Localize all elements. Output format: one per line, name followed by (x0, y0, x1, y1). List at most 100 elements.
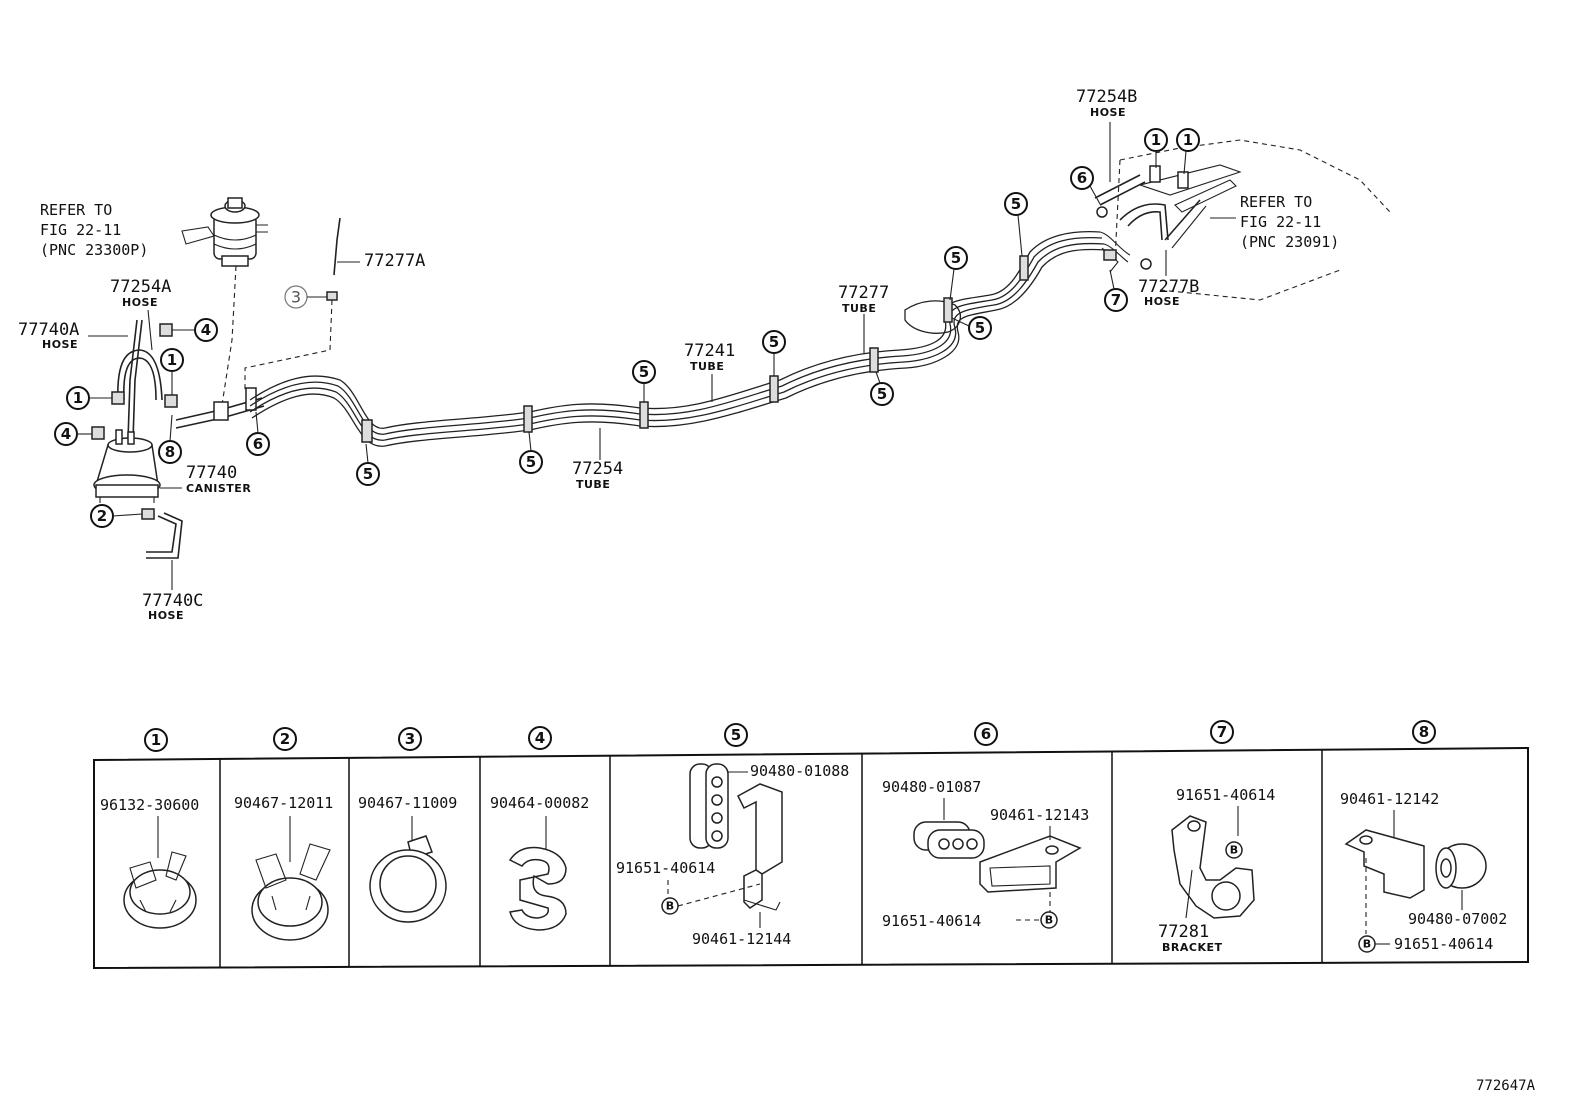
figure-id: 772647A (1476, 1078, 1536, 1094)
box-header-6: 6 (974, 722, 998, 746)
part-96132-30600: 96132-30600 (100, 796, 199, 814)
part-91651-40614-c: 91651-40614 (1176, 786, 1275, 804)
callout-1-a: 1 (160, 348, 184, 408)
band-clamp-icon (369, 835, 447, 923)
svg-text:6: 6 (981, 725, 991, 743)
part-90480-07002: 90480-07002 (1408, 910, 1507, 928)
part-90480-01088: 90480-01088 (750, 762, 849, 780)
callout-6-a: 6 (246, 411, 270, 456)
label-77254a-sub: HOSE (122, 296, 158, 309)
bolt-b-icon-a: B (661, 897, 679, 915)
callout-6-b: 6 (1070, 166, 1101, 205)
svg-text:1: 1 (167, 351, 177, 369)
hose-clip-icon (123, 851, 197, 929)
callout-8-a: 8 (158, 414, 182, 464)
bracket-77281-icon (1171, 815, 1255, 919)
svg-text:5: 5 (877, 385, 887, 403)
label-77740a-sub: HOSE (42, 338, 78, 351)
label-77277: 77277 (838, 283, 889, 303)
grommet-icon-6 (913, 821, 985, 859)
svg-text:5: 5 (975, 319, 985, 337)
label-77740c: 77740C (142, 591, 203, 611)
box-header-4: 4 (528, 726, 552, 750)
svg-text:5: 5 (769, 333, 779, 351)
label-77254: 77254 (572, 459, 623, 479)
detail-box-frame (93, 746, 1529, 970)
refer-note-right: REFER TO FIG 22-11 (PNC 23091) (1240, 193, 1339, 251)
fuel-tank-outline (1114, 139, 1391, 301)
box-header-2: 2 (273, 727, 297, 751)
label-77254-sub: TUBE (576, 478, 610, 491)
svg-text:2: 2 (280, 730, 290, 748)
svg-text:4: 4 (535, 729, 545, 747)
label-77277-sub: TUBE (842, 302, 876, 315)
svg-text:1: 1 (1151, 131, 1161, 149)
callout-5-a: 5 (356, 443, 380, 486)
callout-5-f: 5 (951, 316, 992, 340)
canister-icon (93, 429, 161, 503)
right-fittings (1094, 165, 1207, 273)
callout-5-d: 5 (762, 330, 786, 376)
hose-77254a (117, 349, 163, 401)
label-77740c-sub: HOSE (148, 609, 184, 622)
callout-2-a: 2 (90, 504, 155, 528)
label-77241: 77241 (684, 341, 735, 361)
svg-text:FIG 22-11: FIG 22-11 (1240, 213, 1321, 231)
part-90461-12144: 90461-12144 (692, 930, 791, 948)
svg-text:5: 5 (526, 453, 536, 471)
svg-text:8: 8 (1419, 723, 1429, 741)
part-90480-01087: 90480-01087 (882, 778, 981, 796)
svg-text:3: 3 (291, 288, 301, 307)
svg-text:B: B (666, 900, 674, 913)
label-77740: 77740 (186, 463, 237, 483)
svg-text:5: 5 (639, 363, 649, 381)
svg-text:(PNC 23300P): (PNC 23300P) (40, 241, 148, 259)
part-90467-12011: 90467-12011 (234, 794, 333, 812)
label-77277a: 77277A (364, 251, 425, 271)
svg-text:1: 1 (73, 389, 83, 407)
svg-text:5: 5 (731, 726, 741, 744)
svg-text:4: 4 (61, 425, 71, 443)
callout-4-b: 4 (54, 422, 105, 446)
box-header-7: 7 (1210, 720, 1234, 744)
box-header-5: 5 (724, 723, 748, 747)
label-77254b: 77254B (1076, 87, 1137, 107)
svg-text:7: 7 (1111, 291, 1121, 309)
callout-5-b: 5 (519, 431, 543, 474)
label-77277b-sub: HOSE (1144, 295, 1180, 308)
bushing-icon (1435, 843, 1487, 889)
spring-clamp-icon (251, 843, 331, 941)
svg-text:1: 1 (1183, 131, 1193, 149)
bolt-b-icon-c: B (1225, 841, 1243, 859)
svg-text:6: 6 (253, 435, 263, 453)
label-77281: 77281 (1158, 922, 1209, 942)
svg-text:5: 5 (951, 249, 961, 267)
part-90467-11009: 90467-11009 (358, 794, 457, 812)
hose-77740a (127, 319, 138, 441)
part-90461-12142: 90461-12142 (1340, 790, 1439, 808)
callout-5-g: 5 (944, 246, 968, 301)
callout-5-c: 5 (632, 360, 656, 402)
svg-text:B: B (1363, 938, 1371, 951)
svg-text:(PNC 23091): (PNC 23091) (1240, 233, 1339, 251)
label-77241-sub: TUBE (690, 360, 724, 373)
callout-1-b: 1 (66, 386, 125, 410)
filter-leader-line (221, 265, 237, 406)
hose-77740c (146, 515, 177, 553)
svg-text:7: 7 (1217, 723, 1227, 741)
refer-note-left: REFER TO FIG 22-11 (PNC 23300P) (40, 201, 148, 259)
label-77740a: 77740A (18, 320, 79, 340)
part-91651-40614-d: 91651-40614 (1394, 935, 1493, 953)
bracket-icon-8 (1344, 829, 1425, 899)
svg-text:6: 6 (1077, 169, 1087, 187)
leader-77277a (244, 299, 333, 392)
svg-text:REFER TO: REFER TO (1240, 193, 1312, 211)
bolt-b-icon-b: B (1040, 911, 1058, 929)
svg-text:2: 2 (97, 507, 107, 525)
part-91651-40614-a: 91651-40614 (616, 859, 715, 877)
part-90464-00082: 90464-00082 (490, 794, 589, 812)
callout-5-h: 5 (1004, 192, 1028, 257)
label-77740-sub: CANISTER (186, 482, 251, 495)
